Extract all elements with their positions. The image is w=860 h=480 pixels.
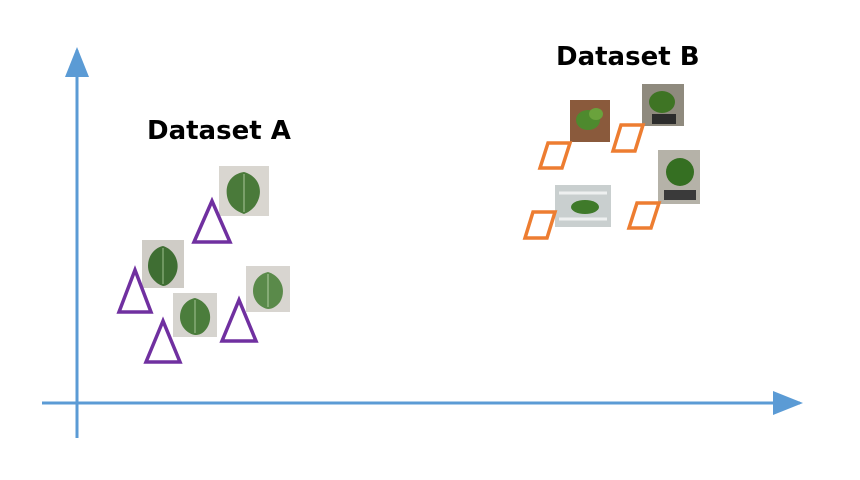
plant-image — [658, 150, 700, 204]
leaf-image — [246, 266, 290, 312]
dataset-a-markers — [116, 196, 259, 364]
parallelogram-marker — [522, 210, 558, 240]
plant-image — [555, 185, 611, 227]
triangle-marker — [116, 265, 154, 314]
triangle-marker — [191, 196, 233, 244]
dataset-b-label: Dataset B — [556, 42, 700, 72]
dataset-b-markers — [522, 123, 662, 240]
parallelogram-marker — [626, 201, 662, 230]
dataset-a-images — [142, 166, 290, 337]
parallelogram-marker — [537, 141, 573, 170]
plant-image — [642, 84, 684, 126]
leaf-image — [219, 166, 269, 216]
leaf-image — [142, 240, 184, 288]
plant-image — [570, 100, 610, 142]
triangle-marker — [219, 295, 259, 343]
dataset-b-images — [555, 84, 700, 227]
leaf-image — [173, 293, 217, 337]
parallelogram-marker — [610, 123, 646, 153]
triangle-marker — [143, 316, 183, 364]
dataset-a-label: Dataset A — [147, 116, 291, 146]
